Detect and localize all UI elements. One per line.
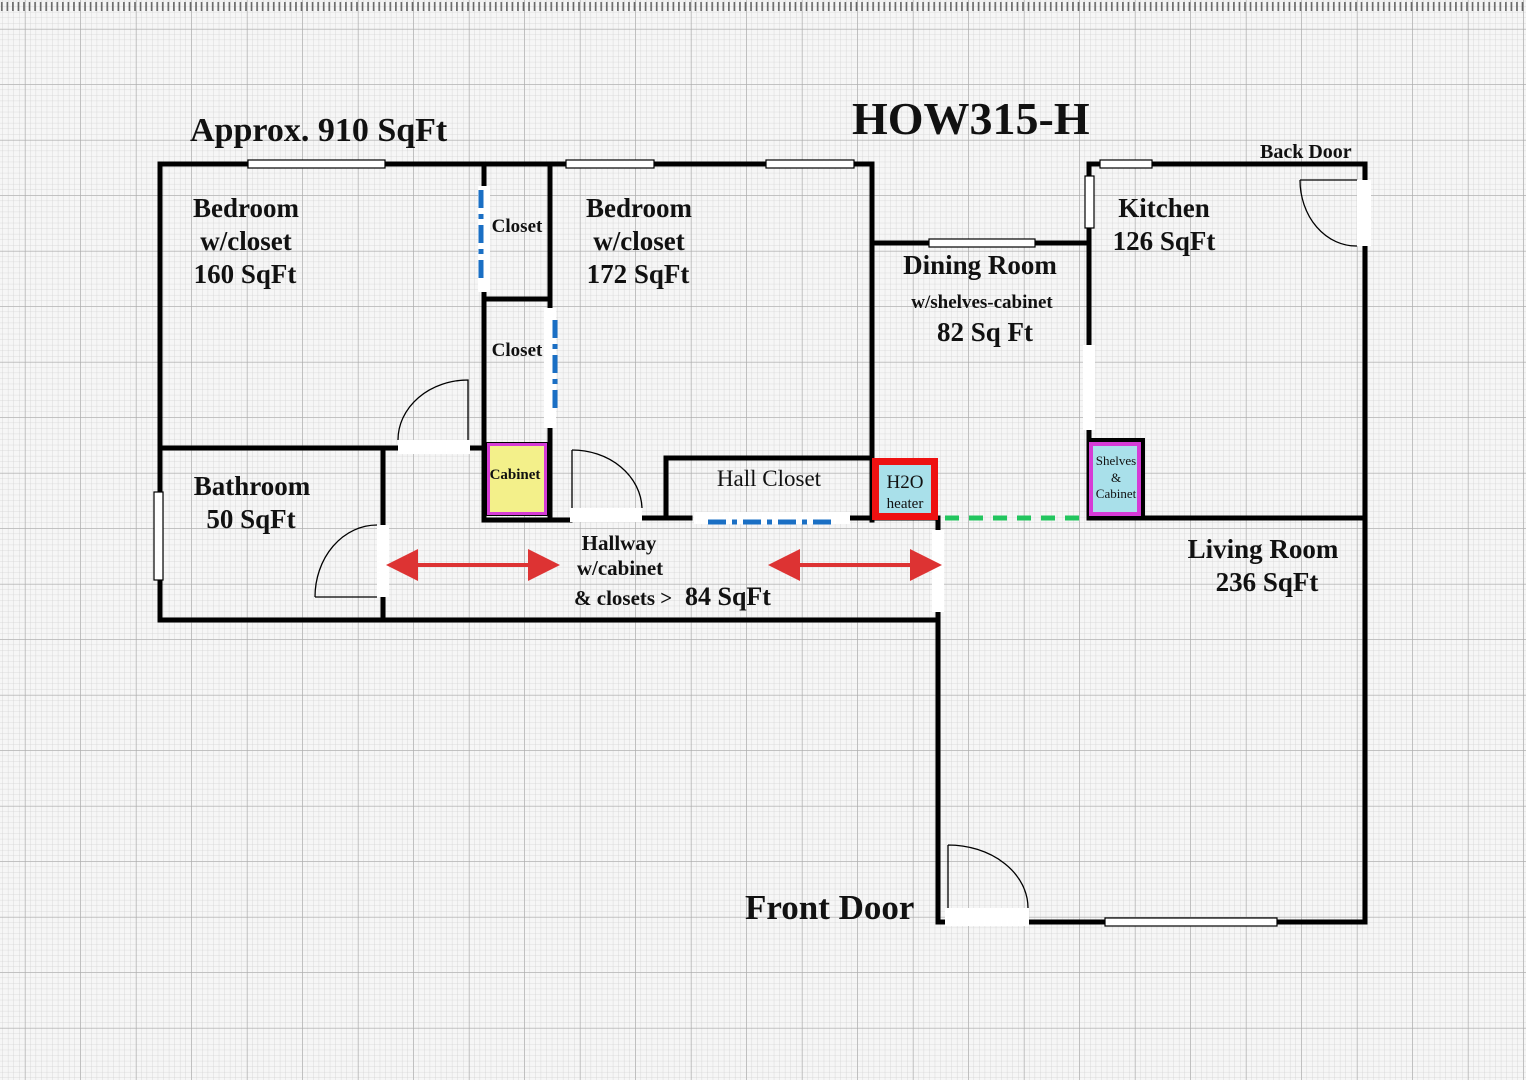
closet-doors <box>478 190 835 525</box>
living-label: Living Room <box>1188 534 1339 564</box>
kitchen-label: Kitchen <box>1118 193 1210 223</box>
door-swings <box>314 179 1358 909</box>
hallway-label: & closets > <box>574 586 672 610</box>
back-door <box>1299 179 1358 247</box>
front-door-label: Front Door <box>745 888 914 927</box>
living-area: 236 SqFt <box>1216 567 1319 597</box>
dining-subtitle: w/shelves-cabinet <box>911 292 1053 313</box>
shelves-box <box>1087 438 1145 518</box>
shelves-label: Cabinet <box>1096 486 1137 501</box>
total-area: Approx. 910 SqFt <box>190 112 448 149</box>
window <box>1104 917 1278 927</box>
window <box>1084 175 1095 229</box>
bedroom2-label: w/closet <box>593 226 684 256</box>
window <box>1099 159 1153 169</box>
bedroom-door <box>397 379 469 441</box>
ruler <box>0 0 1526 12</box>
hallway-label: w/cabinet <box>577 556 663 580</box>
bathroom-door <box>314 524 378 598</box>
window <box>565 159 655 169</box>
bedroom2-door <box>571 449 643 509</box>
window <box>247 159 386 169</box>
bedroom2-label: Bedroom <box>586 193 693 223</box>
hallway-area: 84 SqFt <box>685 582 771 611</box>
dining-label: Dining Room <box>903 250 1057 280</box>
bedroom1-area: 160 SqFt <box>194 259 297 289</box>
kitchen-area: 126 SqFt <box>1113 226 1216 256</box>
hall-closet-label: Hall Closet <box>717 466 822 491</box>
window <box>928 238 1036 248</box>
bathroom-area: 50 SqFt <box>206 504 295 534</box>
bedroom1-label: Bedroom <box>193 193 300 223</box>
windows <box>153 159 1278 927</box>
shelves-label: & <box>1111 470 1121 485</box>
heater-label: H2O <box>887 472 924 493</box>
cabinet-label: Cabinet <box>490 467 541 483</box>
cabinet-box <box>486 442 548 516</box>
back-door-label: Back Door <box>1260 141 1352 163</box>
hallway-label: Hallway <box>582 531 657 555</box>
dining-area: 82 Sq Ft <box>937 317 1033 347</box>
front-door <box>947 844 1029 909</box>
bedroom1-label: w/closet <box>200 226 291 256</box>
bedroom2-area: 172 SqFt <box>587 259 690 289</box>
bathroom-label: Bathroom <box>194 471 311 501</box>
plan-title: HOW315-H <box>852 93 1090 144</box>
shelves-label: Shelves <box>1096 453 1136 468</box>
window <box>153 491 164 581</box>
window <box>765 159 855 169</box>
heater-label: heater <box>887 496 924 512</box>
closet2-label: Closet <box>492 340 543 361</box>
heater-box <box>872 458 938 520</box>
closet1-label: Closet <box>492 216 543 237</box>
